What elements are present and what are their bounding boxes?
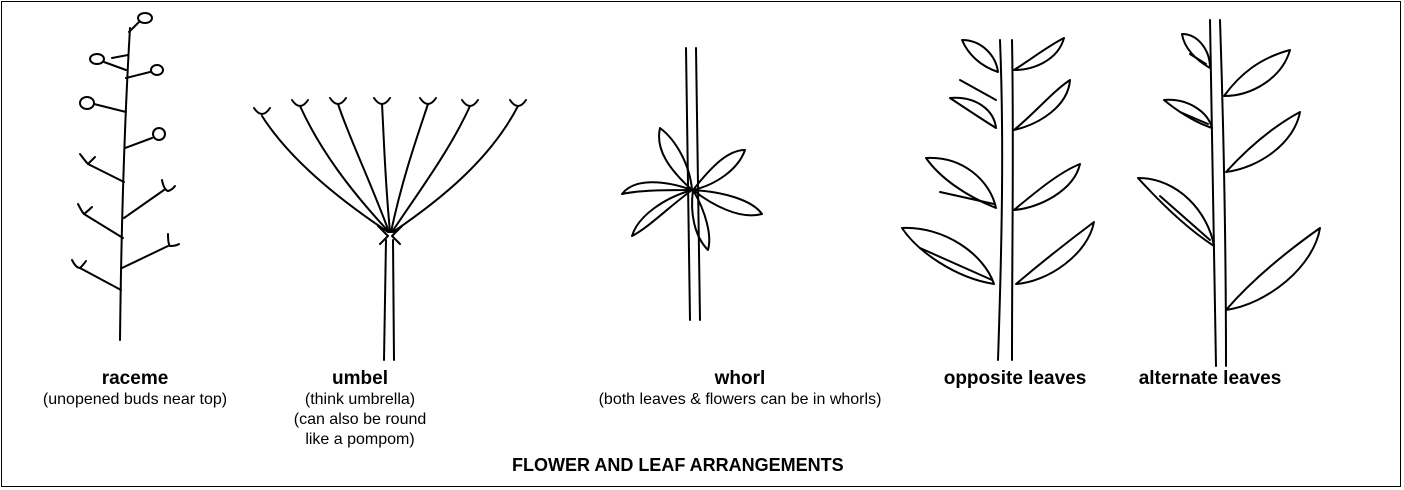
opposite-name: opposite leaves [930,368,1100,390]
umbel-note-2: (can also be round [280,410,440,430]
opposite-leaves-illustration [902,38,1094,360]
umbel-name: umbel [280,368,440,390]
whorl-illustration [622,48,762,320]
umbel-note-3: like a pompom) [280,430,440,450]
raceme-illustration [72,13,179,340]
opposite-label-group: opposite leaves [930,368,1100,390]
figure-title: FLOWER AND LEAF ARRANGEMENTS [512,455,844,476]
umbel-note-1: (think umbrella) [280,390,440,410]
alternate-label-group: alternate leaves [1110,368,1310,390]
whorl-name: whorl [560,368,920,390]
raceme-name: raceme [10,368,260,390]
alternate-name: alternate leaves [1110,368,1310,390]
whorl-note: (both leaves & flowers can be in whorls) [560,390,920,410]
raceme-label-group: raceme (unopened buds near top) [10,368,260,410]
whorl-label-group: whorl (both leaves & flowers can be in w… [560,368,920,410]
umbel-label-group: umbel (think umbrella) (can also be roun… [280,368,440,450]
raceme-note: (unopened buds near top) [10,390,260,410]
alternate-leaves-illustration [1138,20,1320,366]
umbel-illustration [254,98,526,360]
